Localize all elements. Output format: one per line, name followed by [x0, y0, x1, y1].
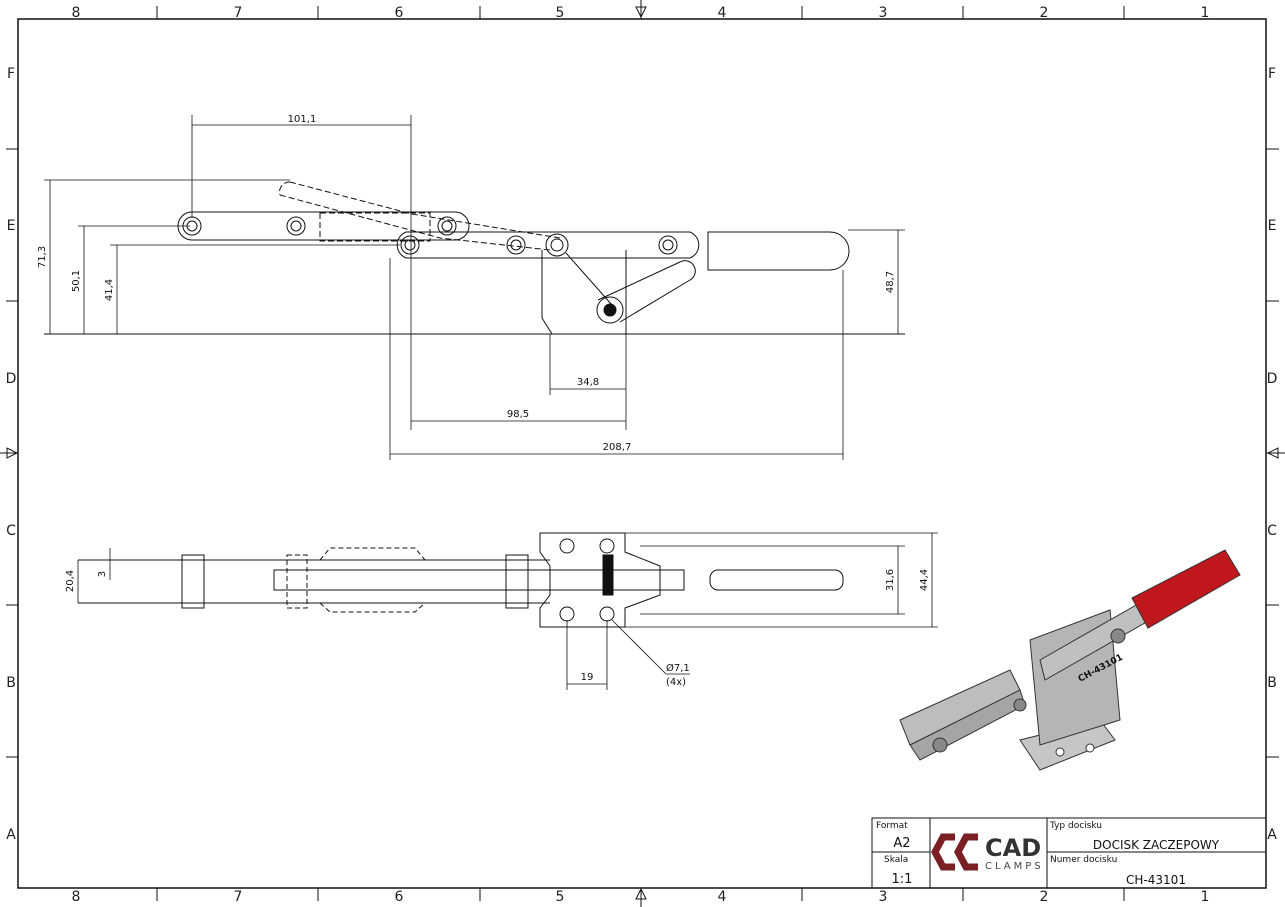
- lever-link: [565, 252, 613, 306]
- type-value: DOCISK ZACZEPOWY: [1093, 838, 1220, 852]
- col-label: 8: [72, 5, 81, 21]
- row-label: F: [7, 66, 15, 82]
- pin-inner: [510, 239, 522, 251]
- col-label: 3: [879, 889, 888, 905]
- dim-label: 71,3: [37, 246, 48, 268]
- number-value: CH-43101: [1126, 873, 1186, 887]
- logo-sub: CLAMPS: [985, 861, 1044, 872]
- row-label: D: [6, 371, 17, 387]
- format-label: Format: [876, 821, 908, 831]
- dim-label: 31,6: [885, 569, 896, 591]
- sheet-frame: [17, 18, 1267, 889]
- col-label: 1: [1201, 5, 1210, 21]
- row-label: A: [1267, 827, 1277, 843]
- row-label: B: [1267, 675, 1277, 691]
- dim-label: 20,4: [65, 570, 76, 592]
- pin-circle: [506, 235, 526, 255]
- col-label: 2: [1040, 889, 1049, 905]
- scale-value: 1:1: [892, 872, 913, 887]
- row-label: F: [1268, 66, 1276, 82]
- column-labels-top: 8 7 6 5 4 3 2 1: [72, 5, 1210, 21]
- dim-label: 34,8: [577, 377, 599, 388]
- logo-main: CAD: [985, 834, 1041, 862]
- col-label: 6: [395, 889, 404, 905]
- dim-label: 3: [97, 571, 108, 577]
- dim-label: 208,7: [603, 442, 632, 453]
- pin-circle: [658, 235, 678, 255]
- dim-label: 98,5: [507, 409, 529, 420]
- top-view-labels: 20,4 3 31,6 44,4 19 Ø7,1 (4x): [65, 569, 930, 688]
- row-labels-left: F E D C B A: [6, 66, 17, 843]
- zone-ticks: [6, 6, 1279, 901]
- col-label: 1: [1201, 889, 1210, 905]
- format-value: A2: [893, 836, 910, 851]
- dim-label: 44,4: [919, 569, 930, 591]
- col-label: 5: [556, 889, 565, 905]
- dim-label: Ø7,1: [666, 662, 690, 674]
- scale-label: Skala: [884, 855, 908, 865]
- top-view: [77, 532, 938, 690]
- open-body-dashed: [319, 212, 431, 242]
- col-label: 4: [718, 5, 727, 21]
- pin-inner: [404, 239, 416, 251]
- row-label: E: [1268, 218, 1277, 234]
- row-label: C: [6, 523, 16, 539]
- lever-pin: [596, 296, 624, 324]
- col-label: 8: [72, 889, 81, 905]
- pin-inner: [441, 220, 453, 232]
- title-block-text: Format A2 Skala 1:1 Typ docisku DOCISK Z…: [876, 821, 1220, 887]
- column-labels-bottom: 8 7 6 5 4 3 2 1: [72, 889, 1210, 905]
- handle-grip: [707, 231, 850, 271]
- row-label: A: [6, 827, 16, 843]
- dim-label: 101,1: [288, 114, 317, 125]
- dim-label: 50,1: [71, 270, 82, 292]
- col-label: 4: [718, 889, 727, 905]
- pin-inner: [662, 239, 674, 251]
- title-block: [871, 817, 1267, 889]
- lever-pin-core: [603, 303, 617, 317]
- front-view-labels: 101,1 71,3 50,1 41,4 48,7 34,8 98,5 208,…: [37, 114, 896, 453]
- dim-label: (4x): [666, 677, 686, 688]
- dim-label: 48,7: [885, 271, 896, 293]
- front-view: [44, 115, 905, 460]
- pin-circle: [437, 216, 457, 236]
- raised-handle-end: [279, 181, 291, 196]
- raised-handle-dashed: [279, 181, 561, 251]
- row-labels-right: F E D C B A: [1267, 66, 1278, 843]
- col-label: 7: [234, 889, 243, 905]
- closed-link: [396, 231, 700, 259]
- row-label: E: [7, 218, 16, 234]
- col-label: 6: [395, 5, 404, 21]
- cad-clamps-logo: CAD CLAMPS: [931, 833, 1044, 872]
- isometric-view: CH-43101: [899, 549, 1241, 771]
- col-label: 5: [556, 5, 565, 21]
- col-label: 2: [1040, 5, 1049, 21]
- col-label: 7: [234, 5, 243, 21]
- dim-label: 19: [581, 672, 594, 683]
- pin-inner: [290, 220, 302, 232]
- dim-label: 41,4: [104, 279, 115, 301]
- col-label: 3: [879, 5, 888, 21]
- number-label: Numer docisku: [1050, 855, 1117, 865]
- pin-circle: [286, 216, 306, 236]
- base-bracket: [541, 250, 627, 335]
- pivot-circle: [545, 233, 569, 257]
- row-label: B: [6, 675, 16, 691]
- pivot-inner: [550, 238, 564, 252]
- pin-circle: [400, 235, 420, 255]
- row-label: C: [1267, 523, 1277, 539]
- row-label: D: [1267, 371, 1278, 387]
- lever: [597, 260, 696, 323]
- type-label: Typ docisku: [1049, 821, 1102, 831]
